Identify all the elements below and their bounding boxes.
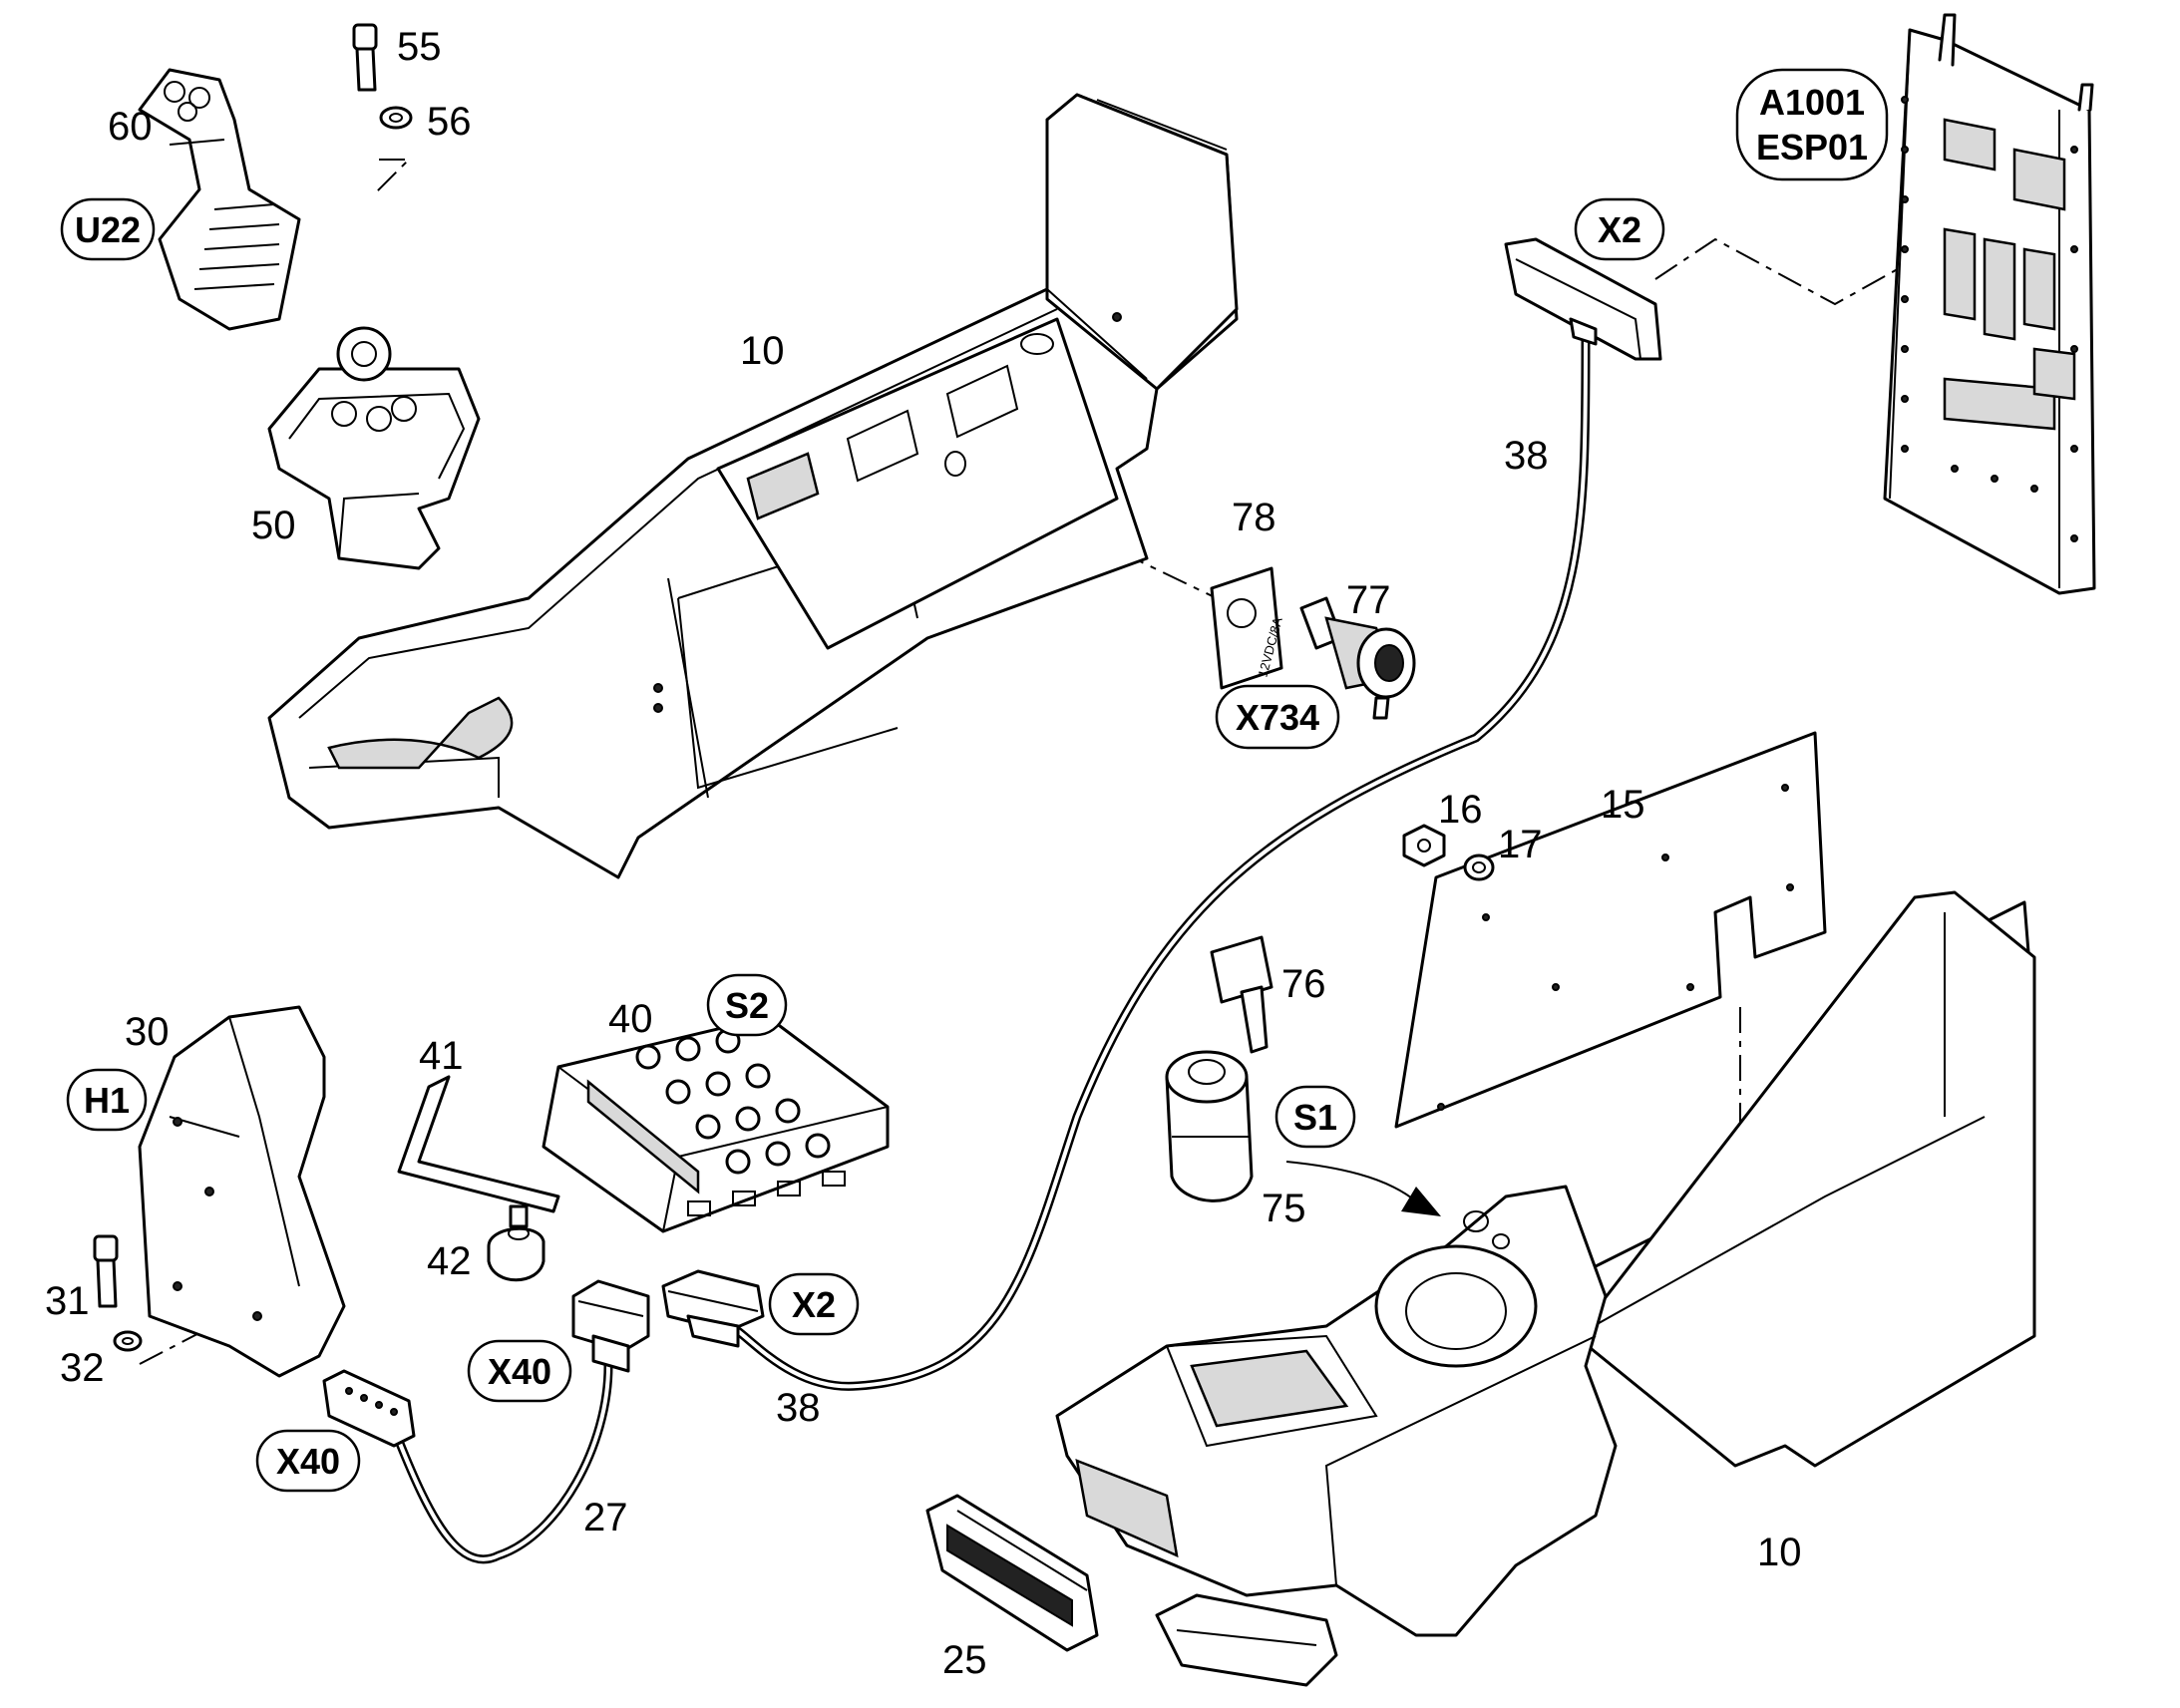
svg-text:X2: X2: [1598, 209, 1641, 250]
svg-text:X40: X40: [276, 1441, 340, 1482]
tag-x734: X734: [1215, 684, 1340, 750]
insert-arrowhead: [1401, 1187, 1441, 1216]
reference-tags: U22 A1001 ESP01 X2 X734 S2 S1 H1: [60, 68, 1889, 1493]
part-number-10-top: 10: [740, 329, 785, 373]
cover-plate-15: [1394, 731, 1827, 1129]
tag-s2: S2: [706, 973, 788, 1037]
connector-x40-mid: [571, 1279, 650, 1373]
svg-text:H1: H1: [84, 1080, 130, 1121]
joystick-handle: [138, 68, 301, 331]
cable-27: [394, 1361, 613, 1564]
washer-56: [379, 106, 413, 130]
connector-x40-left: [322, 1369, 416, 1448]
washer-32: [113, 1330, 143, 1352]
part-number-42: 42: [427, 1239, 472, 1283]
cable-38: [733, 334, 1591, 1391]
tag-x40-left: X40: [255, 1429, 361, 1493]
knob-42: [487, 1204, 545, 1282]
part-number-41: 41: [419, 1034, 464, 1078]
part-number-10-bottom: 10: [1757, 1531, 1802, 1574]
tag-x2-bottom: X2: [768, 1272, 860, 1336]
part-number-15: 15: [1601, 783, 1645, 827]
part-number-55: 55: [397, 25, 442, 69]
part-number-76: 76: [1281, 962, 1326, 1006]
washer-17: [1463, 854, 1495, 881]
svg-text:X40: X40: [488, 1351, 551, 1392]
part-number-38-bottom: 38: [776, 1386, 821, 1430]
part-number-56: 56: [427, 100, 472, 144]
part-number-30: 30: [125, 1010, 170, 1054]
insert-arrow: [1285, 1161, 1417, 1202]
connector-x2-bottom: [661, 1269, 765, 1348]
part-number-27: 27: [583, 1496, 628, 1539]
bracket-41: [397, 1075, 560, 1213]
top-console-housing: [267, 93, 1239, 879]
part-number-77: 77: [1346, 578, 1391, 622]
part-number-17: 17: [1498, 823, 1543, 866]
part-number-labels: 55 56 60 50 10 78 77 38 16 17 15 76 75 3…: [45, 25, 1802, 1682]
tag-x40-mid: X40: [467, 1339, 572, 1403]
bottom-console-housing: [1055, 890, 2036, 1637]
part-number-38-top: 38: [1504, 434, 1549, 478]
part-number-50: 50: [251, 504, 296, 547]
svg-text:X734: X734: [1236, 697, 1319, 738]
air-vent-lower: [1155, 1593, 1338, 1687]
joystick-base: [267, 326, 481, 570]
svg-text:U22: U22: [75, 209, 141, 250]
circuit-board-a1001: [1883, 13, 2096, 595]
part-number-16: 16: [1438, 788, 1483, 832]
power-socket-77: [1299, 596, 1416, 720]
part-number-75: 75: [1262, 1187, 1306, 1230]
svg-text:X2: X2: [792, 1284, 836, 1325]
socket-plate-78: 12VDC/8A: [1210, 566, 1285, 690]
tag-a1001-esp01: A1001 ESP01: [1735, 68, 1889, 181]
tag-x2-top: X2: [1574, 197, 1665, 261]
tag-s1: S1: [1274, 1085, 1356, 1149]
bolt-31: [93, 1234, 119, 1308]
tag-h1: H1: [66, 1068, 148, 1132]
part-number-31: 31: [45, 1279, 90, 1323]
nut-16: [1402, 824, 1446, 867]
ignition-switch-75: [1165, 1050, 1254, 1202]
part-number-32: 32: [60, 1346, 105, 1390]
part-number-60: 60: [108, 105, 153, 149]
svg-text:S1: S1: [1293, 1097, 1337, 1138]
bolt-55: [352, 23, 378, 92]
part-number-40: 40: [608, 997, 653, 1041]
connector-x2-top: [1504, 237, 1662, 361]
switch-panel-40: [542, 1015, 890, 1233]
front-cover-30: [138, 1005, 346, 1378]
svg-text:S2: S2: [725, 985, 769, 1026]
part-number-78: 78: [1232, 496, 1276, 539]
part-number-25: 25: [942, 1638, 987, 1682]
key-76: [1210, 935, 1273, 1054]
tag-u22: U22: [60, 197, 156, 261]
svg-text:A1001: A1001: [1759, 82, 1865, 123]
svg-text:ESP01: ESP01: [1756, 127, 1868, 168]
air-vent-25: [925, 1494, 1099, 1652]
